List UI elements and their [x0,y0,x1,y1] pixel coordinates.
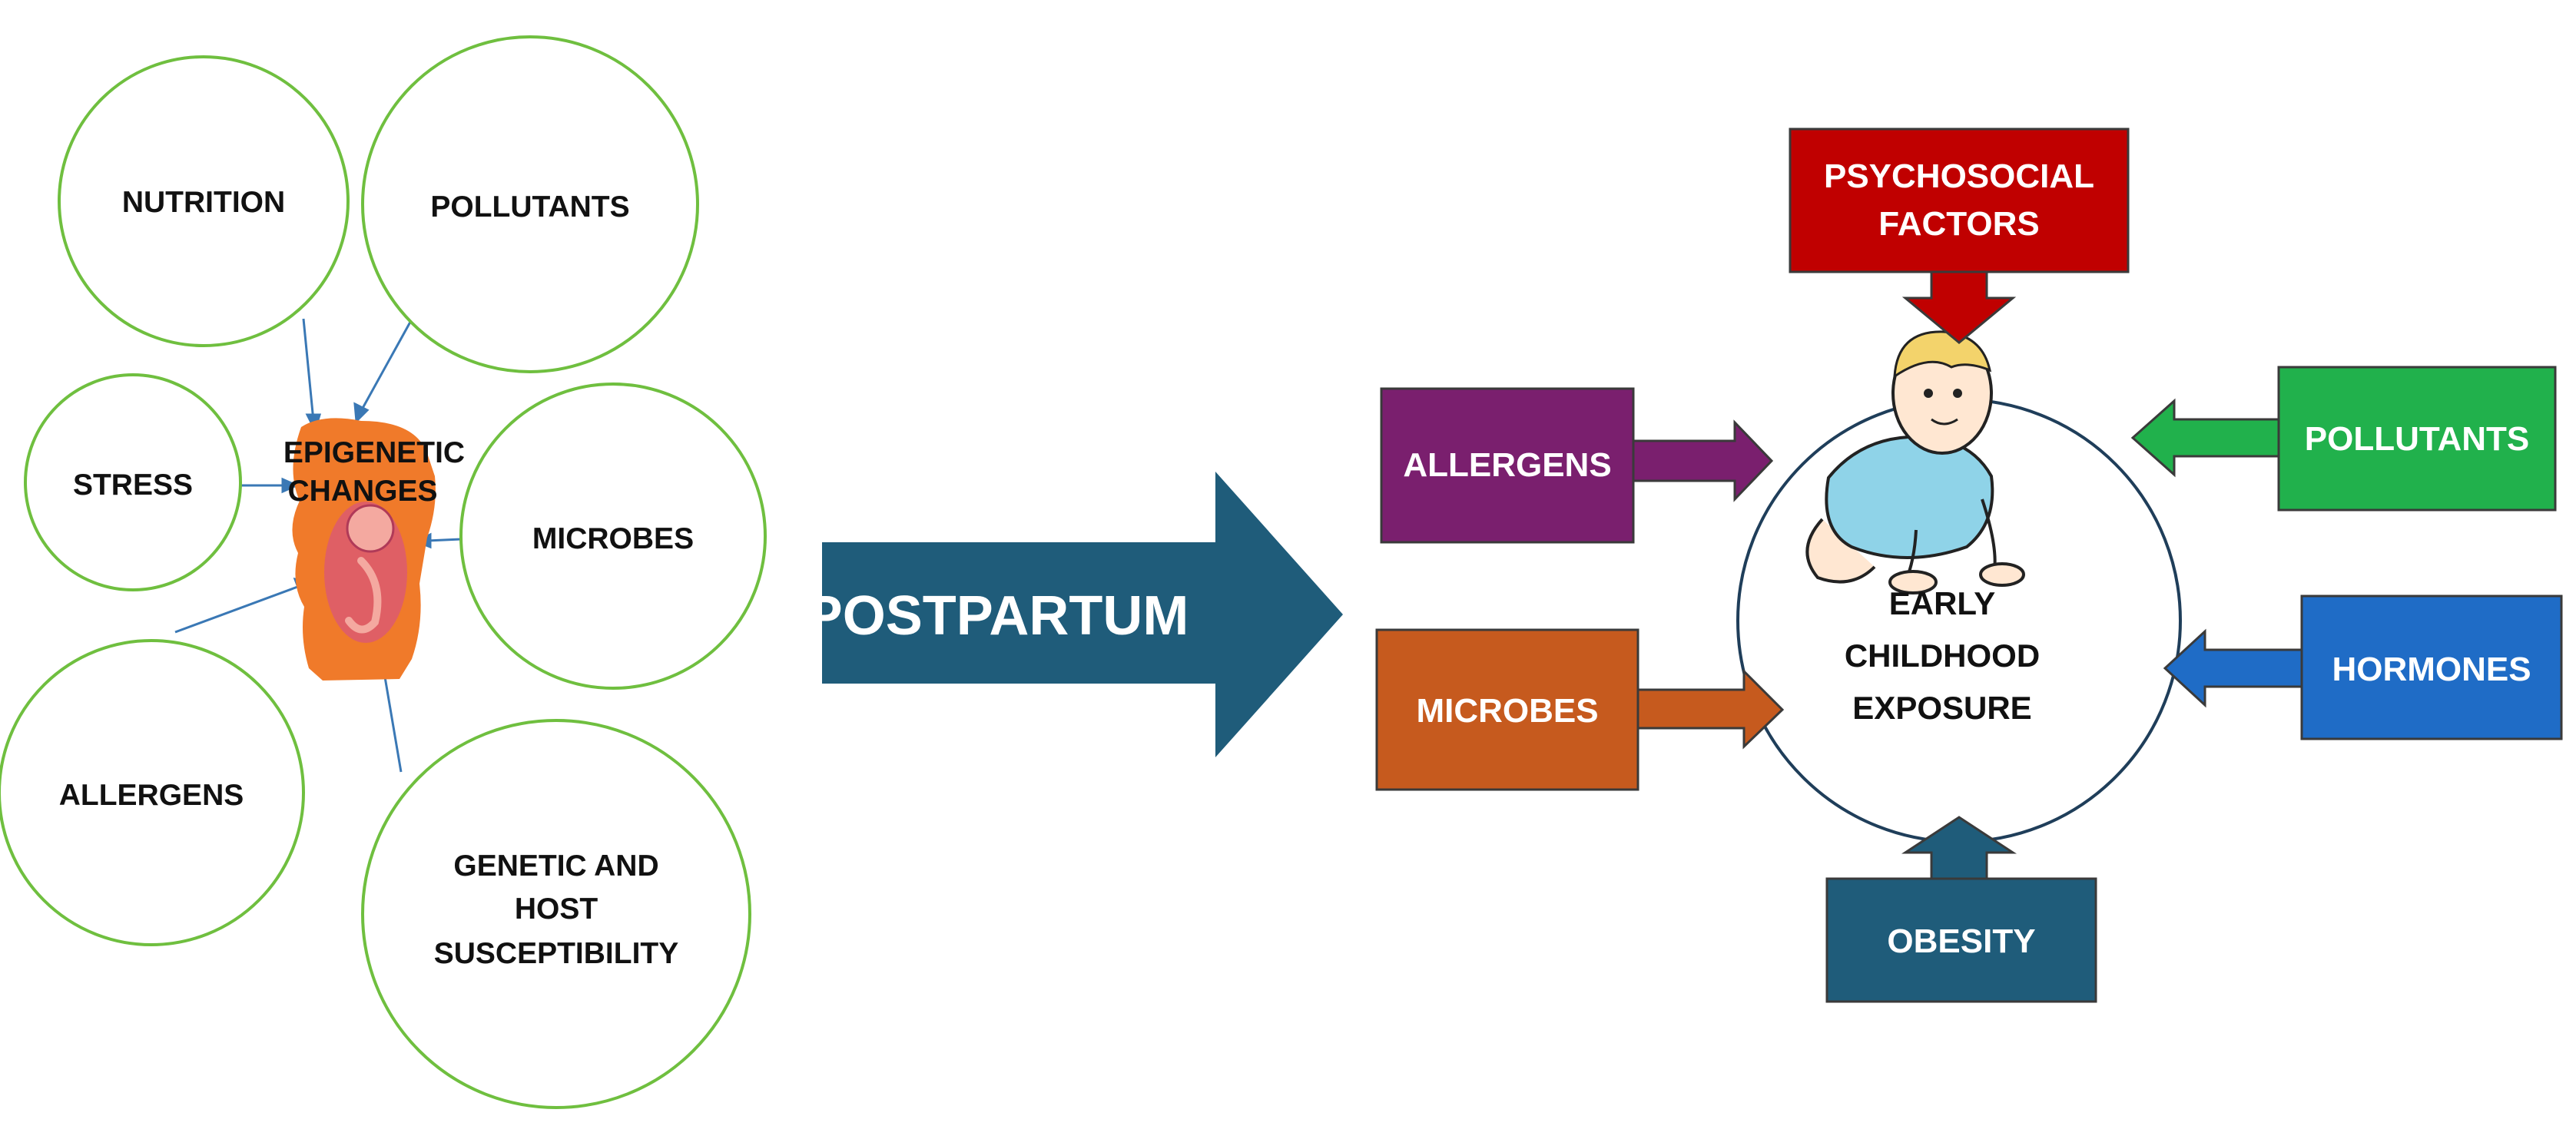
factor-circle-pollutants [361,35,699,373]
factor-label-genetic-line2: HOST [515,893,598,926]
childhood-center-line2: CHILDHOOD [1845,638,2040,674]
factor-circle-stress [24,373,242,591]
postpartum-arrow-shape [822,472,1343,757]
factor-box-allergens [1380,387,1635,544]
factor-label-nutrition: NUTRITION [122,186,285,219]
baby-eye [1924,389,1933,398]
baby-mouth [1931,418,1958,426]
factor-box-hormones [2300,594,2563,740]
factor-allergens: ALLERGENS [1380,387,1774,544]
baby-eye [1953,389,1962,398]
factor-psychosocial: PSYCHOSOCIAL FACTORS [1789,128,2130,344]
factor-hormones: HORMONES [2163,594,2563,740]
factor-microbes: MICROBES [1375,628,1785,791]
arrow-pollutants [2130,398,2280,478]
connector-allergens [174,585,300,634]
factor-circle-genetic [361,719,751,1109]
factor-label-microbes: MICROBES [1416,692,1598,730]
factor-box-psychosocial [1789,128,2130,273]
arrow-microbes [1636,668,1785,750]
fetus-image [292,418,436,681]
factor-label-pollutants: POLLUTANTS [2305,420,2530,458]
crawling-baby-image [1805,330,2025,594]
factor-box-obesity [1825,877,2097,1003]
factor-label-stress: STRESS [73,469,193,502]
factor-circle-microbes [459,383,767,690]
factor-label-obesity: OBESITY [1887,922,2035,960]
epigenetic-label-line1: EPIGENETIC [283,436,465,469]
arrow-hormones [2163,628,2303,708]
baby-hair [1893,330,1992,379]
fetus-limb [345,557,382,634]
connector-arrowhead [353,402,370,424]
factor-label-psychosocial-line2: FACTORS [1878,205,2039,243]
baby-hand-right [1979,562,2025,587]
factor-label-genetic-line1: GENETIC AND [453,849,658,883]
childhood-center-line1: EARLY [1889,585,1996,621]
factor-circle-allergens [0,639,305,946]
factor-box-pollutants [2277,366,2557,512]
factor-label-pollutants: POLLUTANTS [430,190,629,224]
baby-shirt [1825,435,1994,559]
childhood-center-line3: EXPOSURE [1852,690,2031,726]
childhood-exposure-cluster: EARLY CHILDHOOD EXPOSURE PSYCHOSOCIAL FA… [1375,128,2563,1003]
connector-pollutants [360,316,415,412]
postpartum-arrow: POSTPARTUM [806,472,1343,757]
factor-label-allergens: ALLERGENS [59,779,244,812]
factor-pollutants: POLLUTANTS [2130,366,2557,512]
prenatal-factors-cluster: NUTRITION POLLUTANTS STRESS MICROBES ALL… [0,35,767,1109]
baby-hand-left [1888,570,1938,594]
factor-label-allergens: ALLERGENS [1403,446,1611,484]
postpartum-label: POSTPARTUM [806,585,1189,647]
connector-nutrition [302,318,315,422]
factor-label-microbes: MICROBES [532,522,694,555]
baby-leg [1805,518,1876,584]
connector-arrowhead [281,477,300,494]
arrow-psychosocial [1901,270,2017,344]
factor-circle-nutrition [58,55,350,347]
epigenetic-label-line2: CHANGES [287,475,437,508]
arrow-obesity [1901,816,2017,880]
factor-label-psychosocial-line1: PSYCHOSOCIAL [1824,157,2094,195]
arrow-allergens [1632,419,1774,502]
factor-label-genetic-line3: SUSCEPTIBILITY [434,937,679,970]
factor-label-hormones: HORMONES [2332,651,2531,688]
factor-box-microbes [1375,628,1639,791]
factor-obesity: OBESITY [1825,816,2097,1003]
fetus-head [346,504,395,553]
